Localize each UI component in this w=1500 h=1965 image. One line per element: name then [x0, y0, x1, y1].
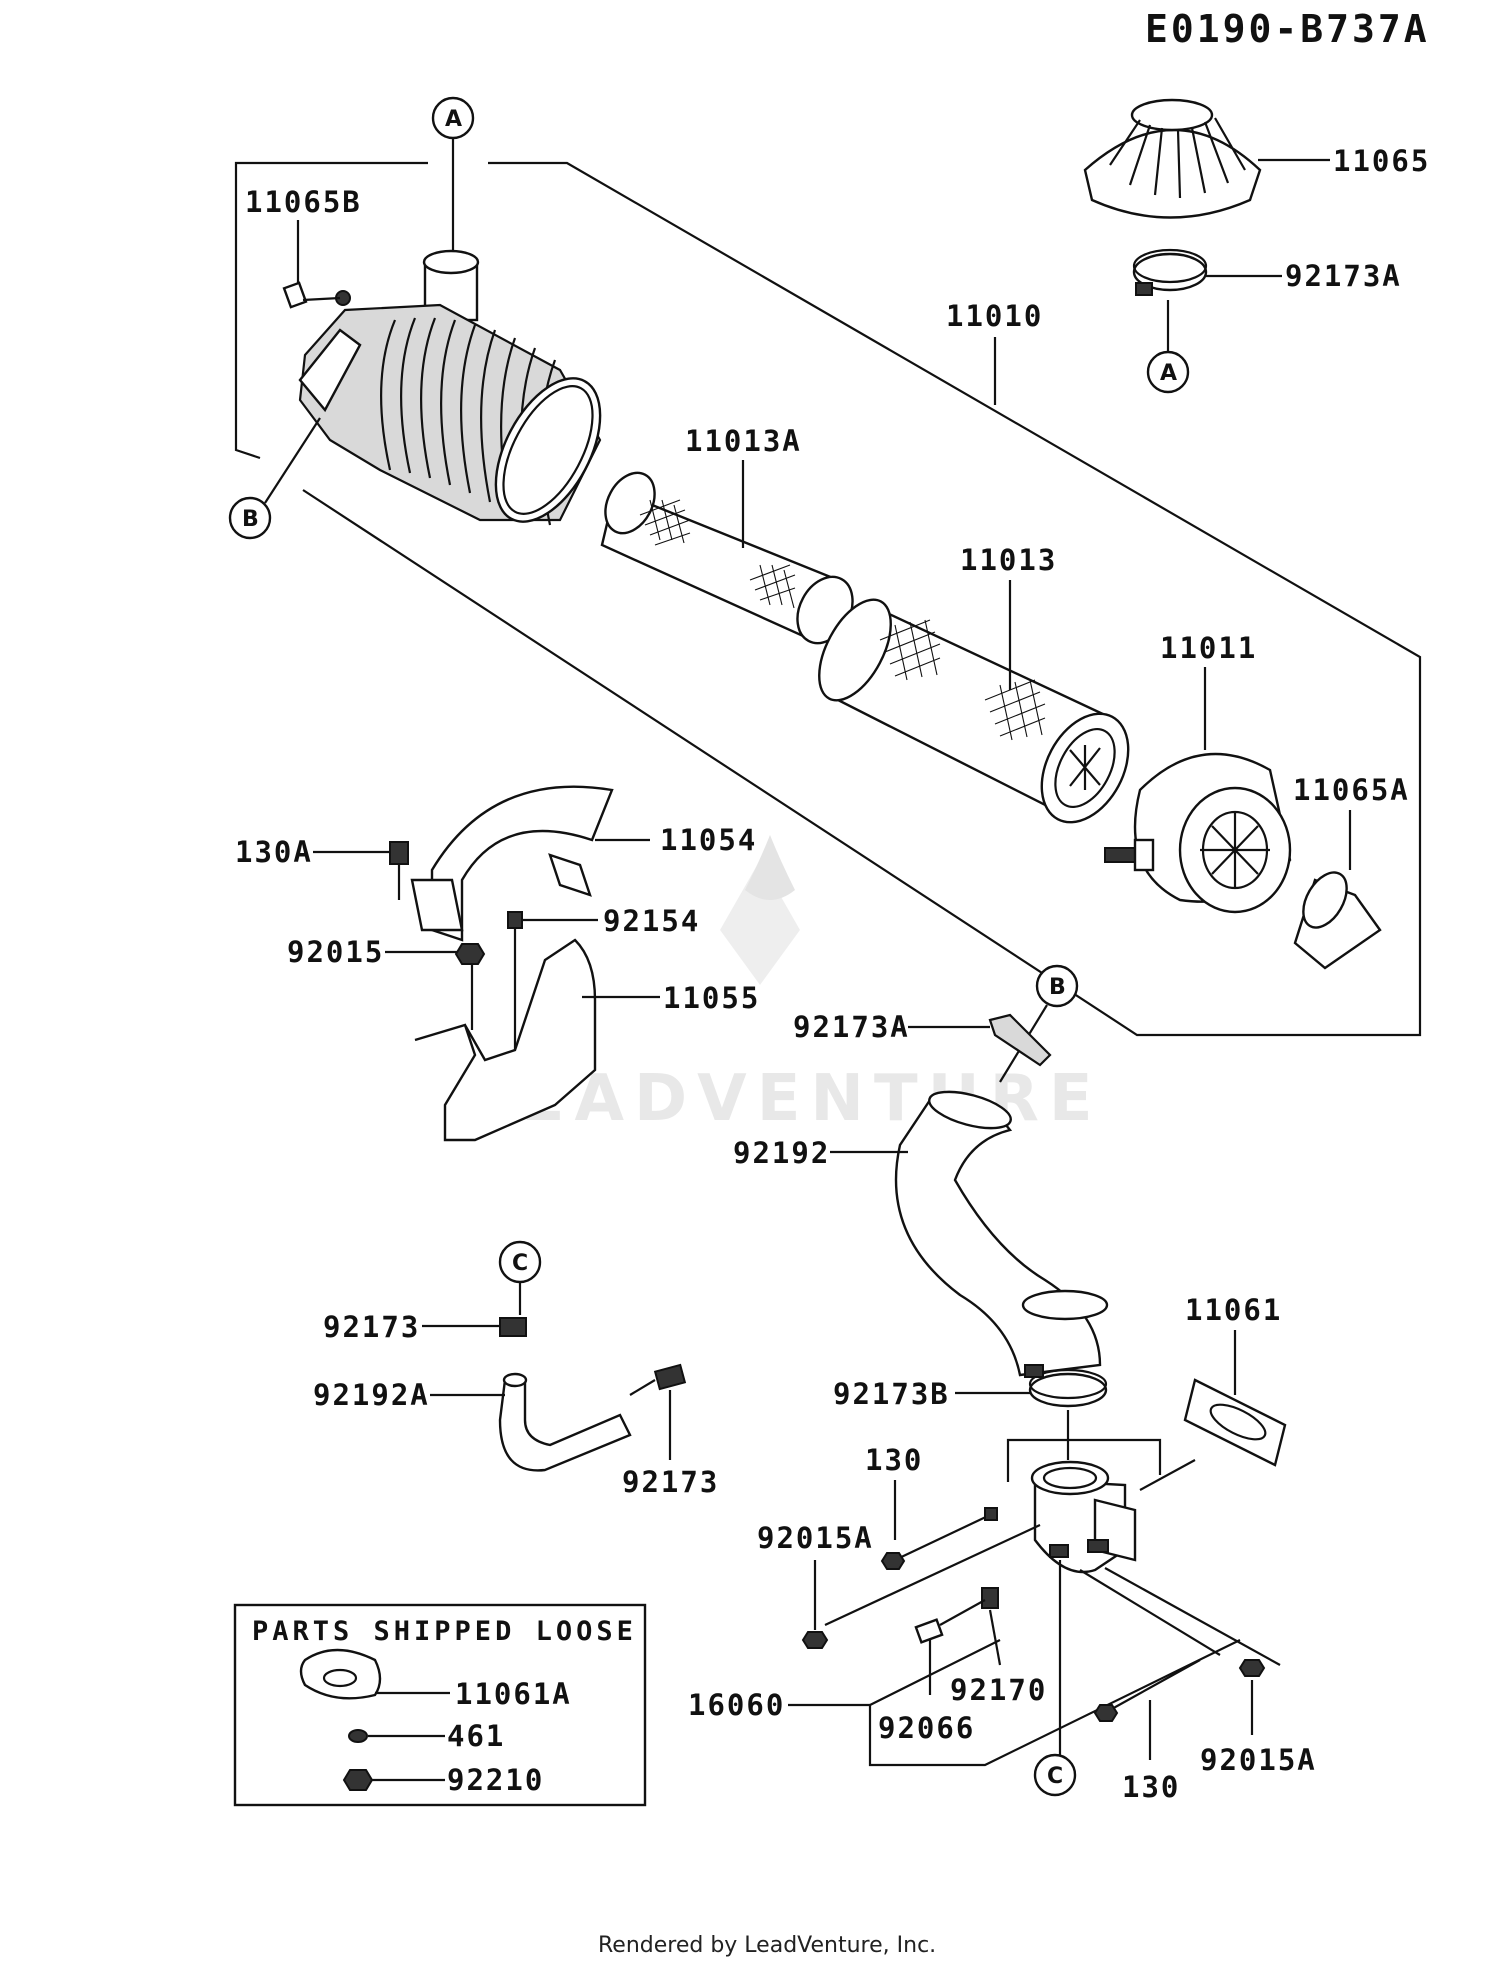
part-92173A-top-clamp: 92173A [1132, 248, 1402, 296]
svg-text:11054: 11054 [660, 823, 757, 857]
svg-text:92154: 92154 [603, 904, 700, 938]
part-92173A-mid-clamp: 92173A [793, 1010, 1052, 1067]
part-11054-bracket: 11054 [410, 785, 757, 942]
part-11010: 11010 [946, 299, 1043, 405]
part-11011-cover: 11011 [1104, 631, 1292, 914]
part-92154: 92154 [507, 904, 700, 1050]
part-16060-assembly: 16060 [688, 1438, 1241, 1767]
loose-item-92210: 92210 [447, 1763, 544, 1797]
svg-text:92173A: 92173A [793, 1010, 910, 1044]
part-130A-bolt: 130A [235, 835, 409, 900]
svg-text:130: 130 [1122, 1770, 1180, 1804]
svg-text:92173: 92173 [622, 1465, 719, 1499]
part-92015A-right-nut: 92015A [1200, 1659, 1317, 1777]
svg-text:11065: 11065 [1333, 144, 1430, 178]
part-11013A-inner-filter: 11013A [600, 424, 854, 645]
part-11013-outer-filter: 11013 [818, 543, 1130, 824]
svg-text:92066: 92066 [878, 1711, 975, 1745]
callout-b-left: B [228, 417, 321, 540]
svg-text:92173: 92173 [323, 1310, 420, 1344]
part-92173-top-clamp: 92173 [323, 1310, 527, 1344]
part-92173B-clamp: 92173B [833, 1364, 1108, 1460]
part-11065A-valve: 11065A [1293, 773, 1410, 970]
svg-text:92173A: 92173A [1285, 259, 1402, 293]
svg-text:C: C [1047, 1764, 1063, 1789]
air-cleaner-housing [298, 249, 602, 526]
svg-text:92015: 92015 [287, 935, 384, 969]
part-130-top-stud: 130 [865, 1443, 998, 1561]
part-11061-gasket: 11061 [1139, 1293, 1287, 1491]
svg-text:92170: 92170 [950, 1673, 1047, 1707]
callout-c-bottom: C [1033, 1753, 1077, 1797]
svg-text:130: 130 [865, 1443, 923, 1477]
part-11065-cap: 11065 [1083, 98, 1430, 219]
svg-text:11013A: 11013A [685, 424, 802, 458]
callout-b-right: B [999, 964, 1079, 1083]
part-92192A-hose: 92192A [313, 1372, 656, 1472]
svg-text:A: A [445, 107, 462, 132]
assembly-11010-bracket [234, 161, 1422, 1037]
svg-text:A: A [1160, 361, 1177, 386]
svg-text:11055: 11055 [663, 981, 760, 1015]
diagram-code: E0190-B737A [1145, 7, 1430, 51]
svg-text:C: C [512, 1251, 528, 1276]
footer-credit: Rendered by LeadVenture, Inc. [598, 1933, 936, 1958]
part-92015-nut: 92015 [287, 935, 486, 1030]
svg-text:11011: 11011 [1160, 631, 1257, 665]
part-11065B: 11065B [245, 185, 362, 309]
svg-text:92192A: 92192A [313, 1378, 430, 1412]
svg-text:92192: 92192 [733, 1136, 830, 1170]
loose-item-11061A: 11061A [455, 1677, 572, 1711]
callout-c-top: C [498, 1240, 542, 1315]
svg-text:92015A: 92015A [757, 1521, 874, 1555]
svg-text:B: B [1049, 975, 1066, 1000]
part-92066: 92066 [878, 1599, 986, 1745]
svg-text:92173B: 92173B [833, 1377, 950, 1411]
part-92170: 92170 [950, 1587, 1047, 1707]
svg-text:11065A: 11065A [1293, 773, 1410, 807]
loose-item-461: 461 [447, 1719, 505, 1753]
svg-text:11013: 11013 [960, 543, 1057, 577]
loose-box-title: PARTS SHIPPED LOOSE [252, 1616, 637, 1647]
svg-text:11065B: 11065B [245, 185, 362, 219]
part-130-bottom-stud: 130 [1079, 1567, 1281, 1804]
svg-text:B: B [242, 507, 259, 532]
svg-text:16060: 16060 [688, 1688, 785, 1722]
svg-text:11061: 11061 [1185, 1293, 1282, 1327]
svg-text:130A: 130A [235, 835, 313, 869]
svg-text:11010: 11010 [946, 299, 1043, 333]
part-92192-hose: 92192 [733, 1090, 1109, 1377]
svg-text:92015A: 92015A [1200, 1743, 1317, 1777]
part-11055-bracket: 11055 [414, 938, 760, 1142]
part-92173-bottom-clamp: 92173 [622, 1363, 719, 1499]
parts-shipped-loose-box: PARTS SHIPPED LOOSE 11061A 461 92210 [233, 1603, 647, 1807]
part-92015A-left-nut: 92015A [757, 1521, 1041, 1649]
callout-a-bottom: A [1146, 300, 1190, 394]
